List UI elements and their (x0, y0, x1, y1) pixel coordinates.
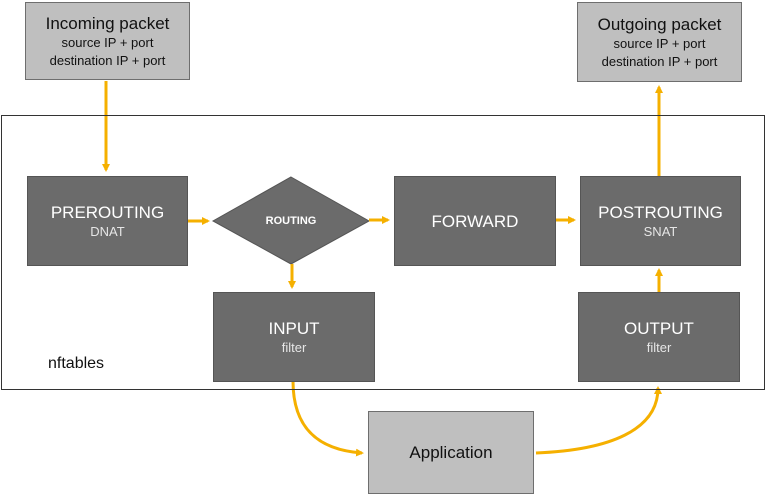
incoming-source-line: source IP + port (61, 34, 154, 50)
nftables-label: nftables (48, 355, 105, 372)
forward-title: FORWARD (431, 211, 519, 231)
prerouting-title: PREROUTING (50, 202, 165, 222)
incoming-destination-line: destination IP + port (49, 52, 166, 68)
application-title: Application (409, 443, 493, 462)
outgoing-source-line: source IP + port (613, 35, 706, 51)
outgoing-packet-title: Outgoing packet (597, 14, 722, 34)
input-box: INPUT filter (213, 292, 375, 382)
postrouting-box: POSTROUTING SNAT (580, 176, 741, 266)
nftables-frame (1, 115, 765, 390)
application-box: Application (368, 411, 534, 494)
incoming-packet-box: Incoming packet source IP + port destina… (25, 2, 190, 80)
prerouting-sub: DNAT (90, 223, 125, 239)
output-box: OUTPUT filter (578, 292, 740, 382)
input-title: INPUT (268, 318, 320, 338)
incoming-packet-title: Incoming packet (45, 13, 170, 33)
outgoing-packet-box: Outgoing packet source IP + port destina… (577, 2, 742, 82)
prerouting-box: PREROUTING DNAT (27, 176, 188, 266)
input-sub: filter (281, 339, 307, 355)
postrouting-title: POSTROUTING (598, 202, 723, 222)
forward-box: FORWARD (394, 176, 556, 266)
routing-label: ROUTING (265, 215, 317, 227)
arrow-application-to-output (535, 386, 662, 455)
arrow-input-to-application (291, 380, 364, 457)
output-title: OUTPUT (624, 318, 694, 338)
output-sub: filter (646, 339, 672, 355)
postrouting-sub: SNAT (643, 223, 678, 239)
outgoing-destination-line: destination IP + port (601, 53, 718, 69)
